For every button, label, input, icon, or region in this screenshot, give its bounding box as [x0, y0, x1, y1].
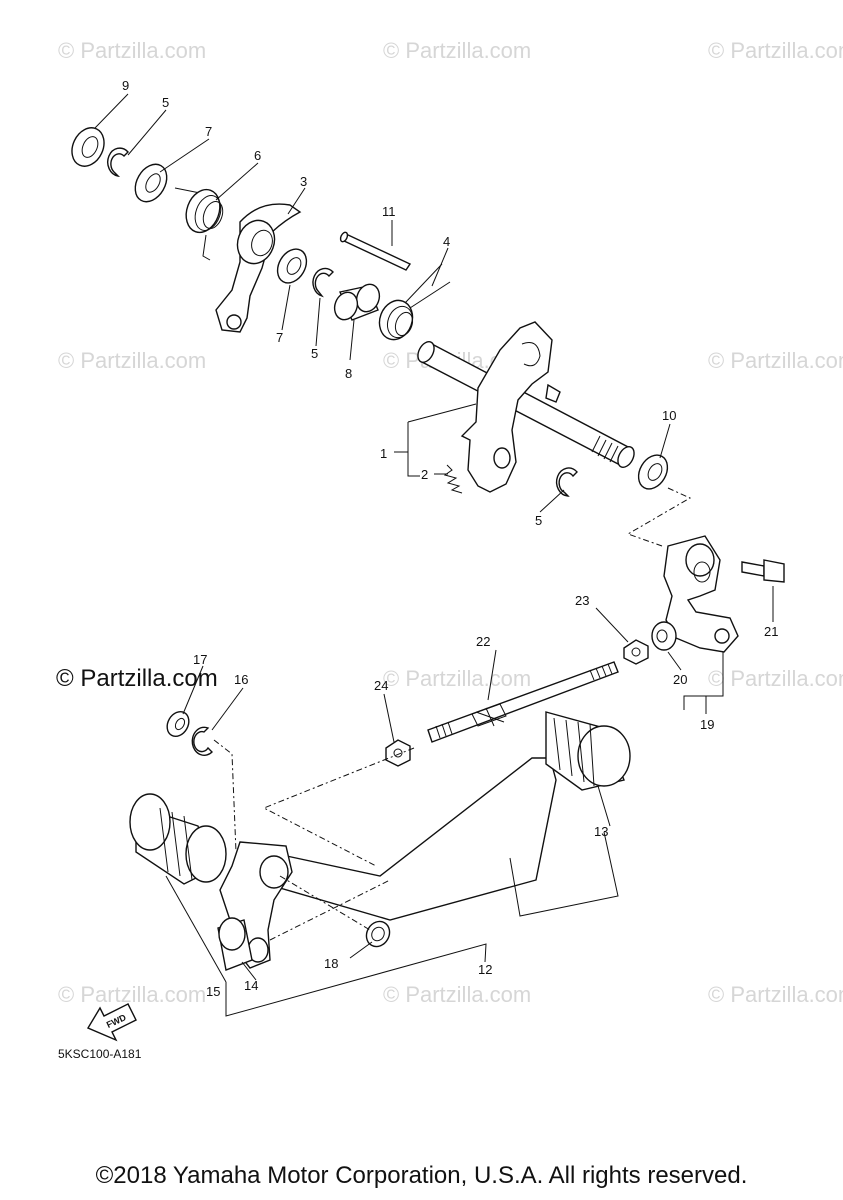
callout-5: 5: [162, 95, 169, 110]
washer-18: [365, 920, 391, 948]
callout-20: 20: [673, 672, 687, 687]
callout-17: 17: [193, 652, 207, 667]
copyright-notice: ©2018 Yamaha Motor Corporation, U.S.A. A…: [95, 1162, 748, 1189]
dashline-clip-to-pedal: [213, 739, 237, 853]
circlip-5-low: [555, 467, 578, 497]
washer-9: [71, 127, 105, 167]
callout-23: 23: [575, 593, 589, 608]
shift-arm-3: [215, 203, 302, 333]
watermark: © Partzilla.com: [708, 982, 843, 1007]
torsion-spring-4: [378, 263, 451, 341]
callout-12: 12: [478, 962, 492, 977]
watermark: © Partzilla.com: [58, 348, 206, 373]
washer-7-mid: [276, 248, 308, 284]
spring-2: [443, 464, 463, 494]
callout-10: 10: [662, 408, 676, 423]
callout-2: 2: [421, 467, 428, 482]
washer-17: [166, 710, 190, 738]
rubber-15: [129, 793, 227, 885]
watermark: © Partzilla.com: [383, 982, 531, 1007]
circlip-5-top: [107, 147, 129, 178]
callout-16: 16: [234, 672, 248, 687]
callout-6: 6: [254, 148, 261, 163]
callout-21: 21: [764, 624, 778, 639]
callout-19: 19: [700, 717, 714, 732]
callout-4: 4: [443, 234, 450, 249]
watermark: © Partzilla.com: [58, 982, 206, 1007]
diagram-code: 5KSC100-A181: [58, 1047, 142, 1061]
bolt-21: [741, 559, 785, 583]
nut-23: [623, 639, 649, 665]
washer-7-top: [134, 163, 168, 203]
washer-10: [637, 454, 669, 490]
callout-9: 9: [122, 78, 129, 93]
callout-24: 24: [374, 678, 388, 693]
callout-1: 1: [380, 446, 387, 461]
callout-15: 15: [206, 984, 220, 999]
circlip-5-mid: [312, 267, 334, 298]
watermark: © Partzilla.com: [58, 38, 206, 63]
watermark: © Partzilla.com: [708, 348, 843, 373]
clip-16: [191, 726, 213, 756]
torsion-spring-6: [174, 187, 224, 261]
watermark: © Partzilla.com: [383, 38, 531, 63]
shift-shaft-1: [417, 321, 635, 493]
nut-24: [385, 739, 411, 767]
watermark: © Partzilla.com: [708, 38, 843, 63]
dashline-pedal-to-washer: [279, 875, 371, 931]
callout-22: 22: [476, 634, 490, 649]
shift-rod-22: [427, 661, 619, 743]
callout-7: 7: [205, 124, 212, 139]
pivot-14: [217, 917, 253, 971]
callout-5: 5: [311, 346, 318, 361]
callout-5: 5: [535, 513, 542, 528]
shift-arm-19: [663, 535, 739, 653]
callout-8: 8: [345, 366, 352, 381]
callout-14: 14: [244, 978, 258, 993]
callout-13: 13: [594, 824, 608, 839]
callout-11: 11: [382, 204, 396, 219]
watermark: © Partzilla.com: [383, 666, 531, 691]
callout-labels: 9 5 7 6 3 11 4 7 5 8 1 2 5 10 21 23 22 2…: [122, 78, 778, 999]
rubber-13: [545, 711, 631, 791]
leader-lines: [94, 93, 774, 1017]
fwd-arrow-icon: FWD: [86, 1003, 137, 1042]
pin-11: [339, 231, 412, 271]
watermark: © Partzilla.com: [708, 666, 843, 691]
callout-18: 18: [324, 956, 338, 971]
dashline-shaft-to-arm: [626, 487, 692, 547]
joint-20: [651, 621, 677, 651]
collar-8: [333, 283, 381, 321]
callout-3: 3: [300, 174, 307, 189]
watermark-featured: © Partzilla.com: [56, 665, 218, 692]
callout-7: 7: [276, 330, 283, 345]
